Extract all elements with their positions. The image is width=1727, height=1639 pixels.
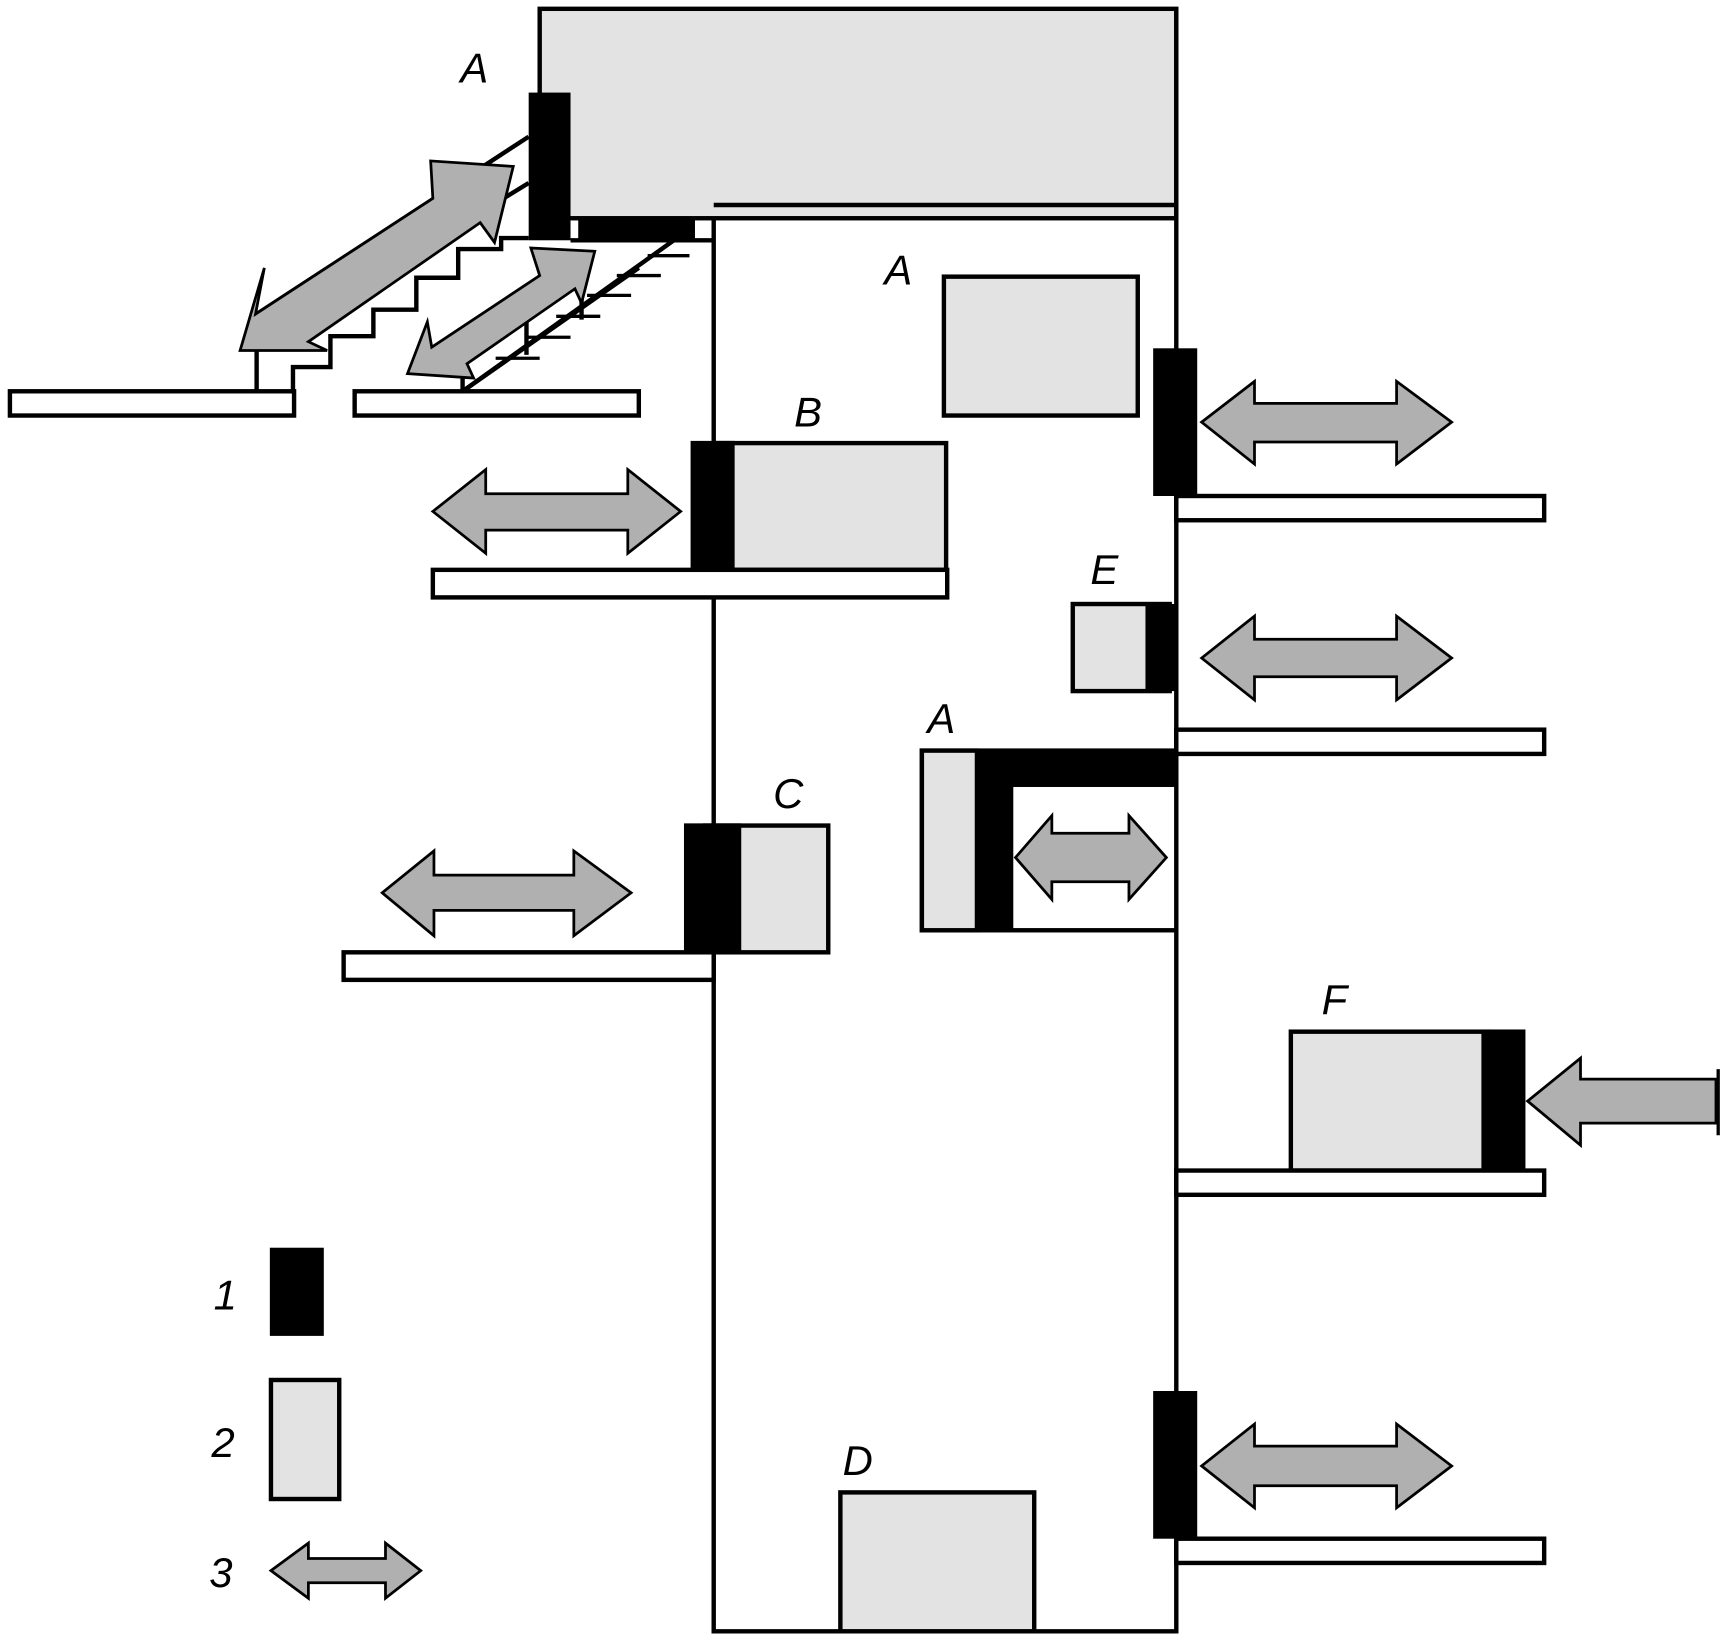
legend-num-2: 2 (210, 1419, 234, 1466)
label-b: B (794, 389, 822, 436)
door-a-upper (528, 92, 571, 241)
door-a-mid-horizontal (976, 750, 1177, 787)
upper-building-room (537, 6, 1179, 221)
legend-arrow-swatch (268, 1540, 423, 1602)
shelf-right-3 (1174, 1168, 1547, 1198)
shelf-right-2 (1174, 727, 1547, 757)
arrow-right-2 (1199, 613, 1454, 703)
arrow-b (430, 466, 683, 557)
door-c (683, 823, 742, 954)
door-right-1 (1153, 348, 1198, 496)
shelf-c (341, 950, 716, 983)
legend-num-1: 1 (214, 1271, 237, 1318)
ground-floor-left (7, 389, 297, 418)
label-d: D (843, 1437, 873, 1484)
room-a-mid (919, 748, 980, 933)
legend-num-3: 3 (209, 1549, 232, 1596)
label-c: C (773, 770, 804, 817)
label-a-mid: A (924, 695, 955, 742)
room-d (838, 1490, 1037, 1634)
ramp-double-arrow (238, 159, 515, 352)
arrow-a-mid (1013, 811, 1169, 904)
arrow-f-inbound (1525, 1055, 1718, 1149)
escalator-double-arrow (405, 246, 597, 380)
arrow-right-1 (1199, 378, 1454, 467)
arrow-c (380, 848, 634, 939)
label-a-upper: A (457, 45, 488, 92)
label-f: F (1322, 976, 1350, 1023)
shelf-b (430, 567, 950, 600)
room-b (711, 440, 949, 573)
label-a-inner: A (881, 246, 912, 293)
landing-bar (578, 218, 695, 241)
door-right-4 (1153, 1391, 1198, 1539)
legend: 1 2 3 (209, 1247, 423, 1602)
legend-room-swatch (268, 1377, 342, 1502)
staircase (290, 235, 529, 392)
shelf-right-1 (1174, 493, 1547, 523)
door-f (1481, 1029, 1526, 1171)
room-f (1288, 1029, 1494, 1173)
arrow-right-4 (1199, 1421, 1454, 1511)
legend-door-swatch (269, 1247, 324, 1336)
room-a-inner (941, 274, 1140, 418)
label-e: E (1090, 546, 1119, 593)
door-b (690, 440, 735, 570)
shelf-right-4 (1174, 1536, 1547, 1566)
escalator-rail-3 (461, 224, 696, 394)
door-e (1145, 604, 1177, 692)
ground-floor-right (352, 389, 642, 418)
